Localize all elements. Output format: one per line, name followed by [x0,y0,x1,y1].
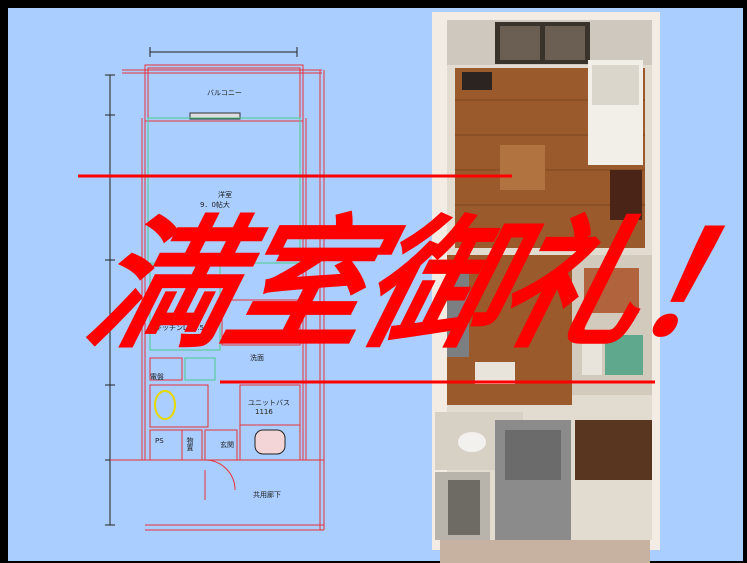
label-room-size: 9．0帖大 [200,201,230,209]
label-ps: PS [155,437,164,445]
label-unit-bath-size: 1116 [255,408,273,416]
label-storage: 物置 [186,437,194,451]
label-western-room: 洋室 [218,191,232,199]
label-balcony: バルコニー [207,89,242,97]
fully-booked-banner: 満室御礼！ [72,202,747,368]
label-kitchen: キッチンL=1.500 [155,324,213,332]
label-washroom: 洗面 [250,354,264,362]
label-entrance: 玄関 [220,441,234,449]
label-counter: カウンター [200,276,235,284]
label-corridor: 共用廊下 [253,491,281,499]
label-unit-bath: ユニットバス [248,399,290,407]
label-meter: 電盤 [150,373,164,381]
